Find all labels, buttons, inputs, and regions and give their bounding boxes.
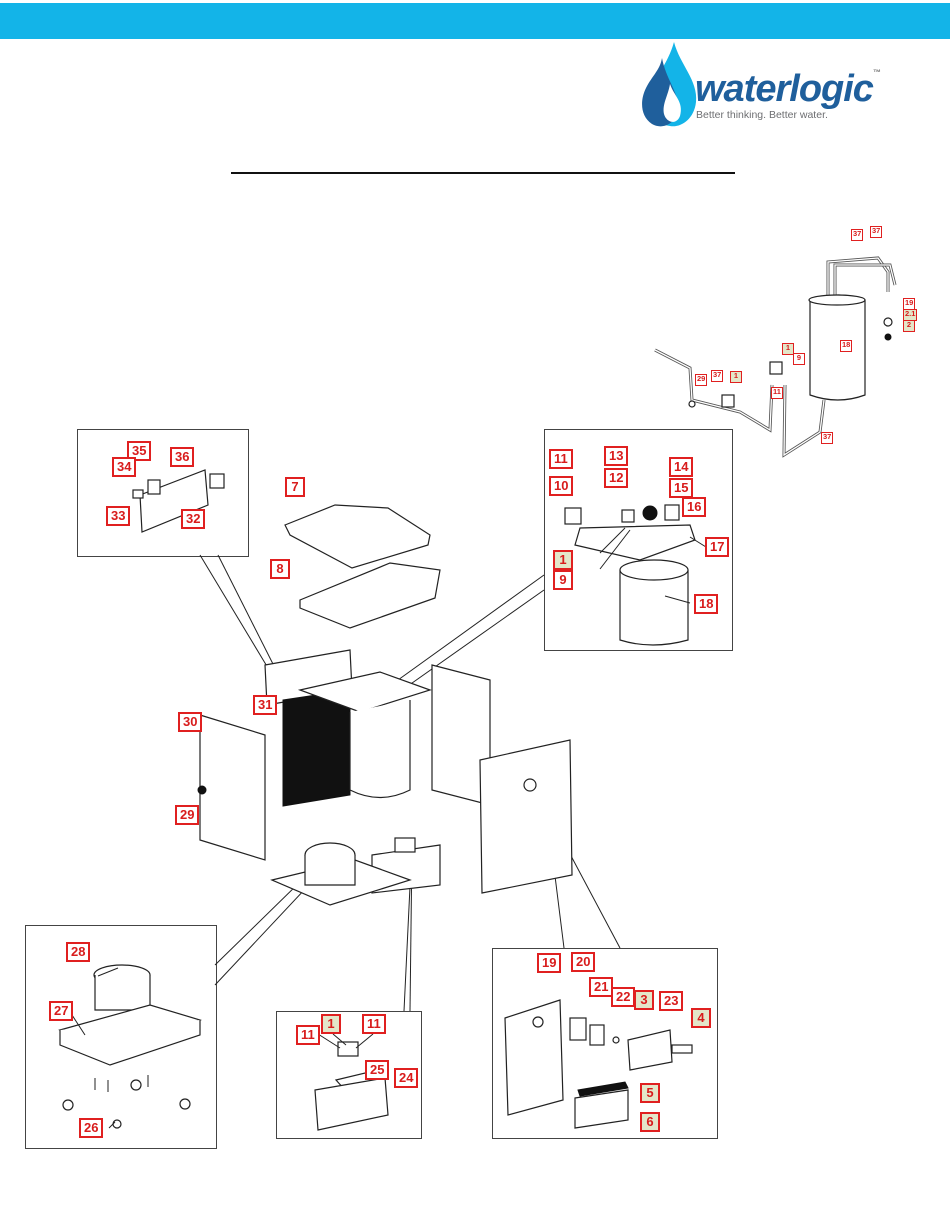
part-label[interactable]: 12 — [604, 468, 628, 488]
part-label[interactable]: 22 — [611, 987, 635, 1007]
part-label[interactable]: 1 — [321, 1014, 341, 1034]
part-label[interactable]: 37 — [821, 432, 833, 444]
part-label[interactable]: 3 — [634, 990, 654, 1010]
solenoid-valve — [770, 362, 782, 374]
part-label[interactable]: 23 — [659, 991, 683, 1011]
part-label[interactable]: 18 — [694, 594, 718, 614]
part-label[interactable]: 17 — [705, 537, 729, 557]
part-label[interactable]: 36 — [170, 447, 194, 467]
part-label[interactable]: 26 — [79, 1118, 103, 1138]
part-label[interactable]: 5 — [640, 1083, 660, 1103]
part-label[interactable]: 11 — [549, 449, 573, 469]
part-label[interactable]: 9 — [793, 353, 805, 365]
part-label[interactable]: 10 — [549, 476, 573, 496]
part-label[interactable]: 11 — [296, 1025, 320, 1045]
part-label[interactable]: 24 — [394, 1068, 418, 1088]
valve-bracket-drawing — [315, 1034, 388, 1130]
part-label[interactable]: 7 — [285, 477, 305, 497]
fitting-29 — [198, 786, 206, 794]
part-label[interactable]: 21 — [589, 977, 613, 997]
part-label[interactable]: 29 — [695, 374, 707, 386]
control-board — [133, 470, 224, 532]
part-label[interactable]: 14 — [669, 457, 693, 477]
tank-assembly-drawing — [565, 505, 706, 645]
part-label[interactable]: 27 — [49, 1001, 73, 1021]
part-label[interactable]: 11 — [771, 387, 783, 399]
part-label[interactable]: 37 — [851, 229, 863, 241]
pipework-diagram — [655, 258, 895, 455]
part-label[interactable]: 1 — [553, 550, 573, 570]
part-label[interactable]: 37 — [711, 370, 723, 382]
compressor-drawing — [60, 965, 200, 1128]
part-label[interactable]: 4 — [691, 1008, 711, 1028]
hot-tank-18 — [810, 295, 865, 400]
part-label[interactable]: 29 — [175, 805, 199, 825]
part-label[interactable]: 20 — [571, 952, 595, 972]
top-bracket-8 — [300, 563, 440, 628]
part-label[interactable]: 16 — [682, 497, 706, 517]
part-label[interactable]: 28 — [66, 942, 90, 962]
part-label[interactable]: 30 — [178, 712, 202, 732]
part-label[interactable]: 18 — [840, 340, 852, 352]
top-cover-7 — [285, 505, 430, 568]
side-panel-30 — [200, 715, 265, 860]
main-chassis — [198, 650, 572, 905]
part-label[interactable]: 25 — [365, 1060, 389, 1080]
part-label[interactable]: 1 — [730, 371, 742, 383]
part-label[interactable]: 33 — [106, 506, 130, 526]
part-label[interactable]: 9 — [553, 570, 573, 590]
part-label[interactable]: 13 — [604, 446, 628, 466]
part-label[interactable]: 15 — [669, 478, 693, 498]
part-label[interactable]: 37 — [870, 226, 882, 238]
part-label[interactable]: 31 — [253, 695, 277, 715]
part-label[interactable]: 19 — [537, 953, 561, 973]
part-label[interactable]: 11 — [362, 1014, 386, 1034]
front-panel-drawing — [505, 1000, 692, 1128]
part-label[interactable]: 2 — [903, 320, 915, 332]
part-label[interactable]: 6 — [640, 1112, 660, 1132]
part-label[interactable]: 8 — [270, 559, 290, 579]
part-label[interactable]: 34 — [112, 457, 136, 477]
part-label[interactable]: 32 — [181, 509, 205, 529]
front-housing — [480, 740, 572, 893]
